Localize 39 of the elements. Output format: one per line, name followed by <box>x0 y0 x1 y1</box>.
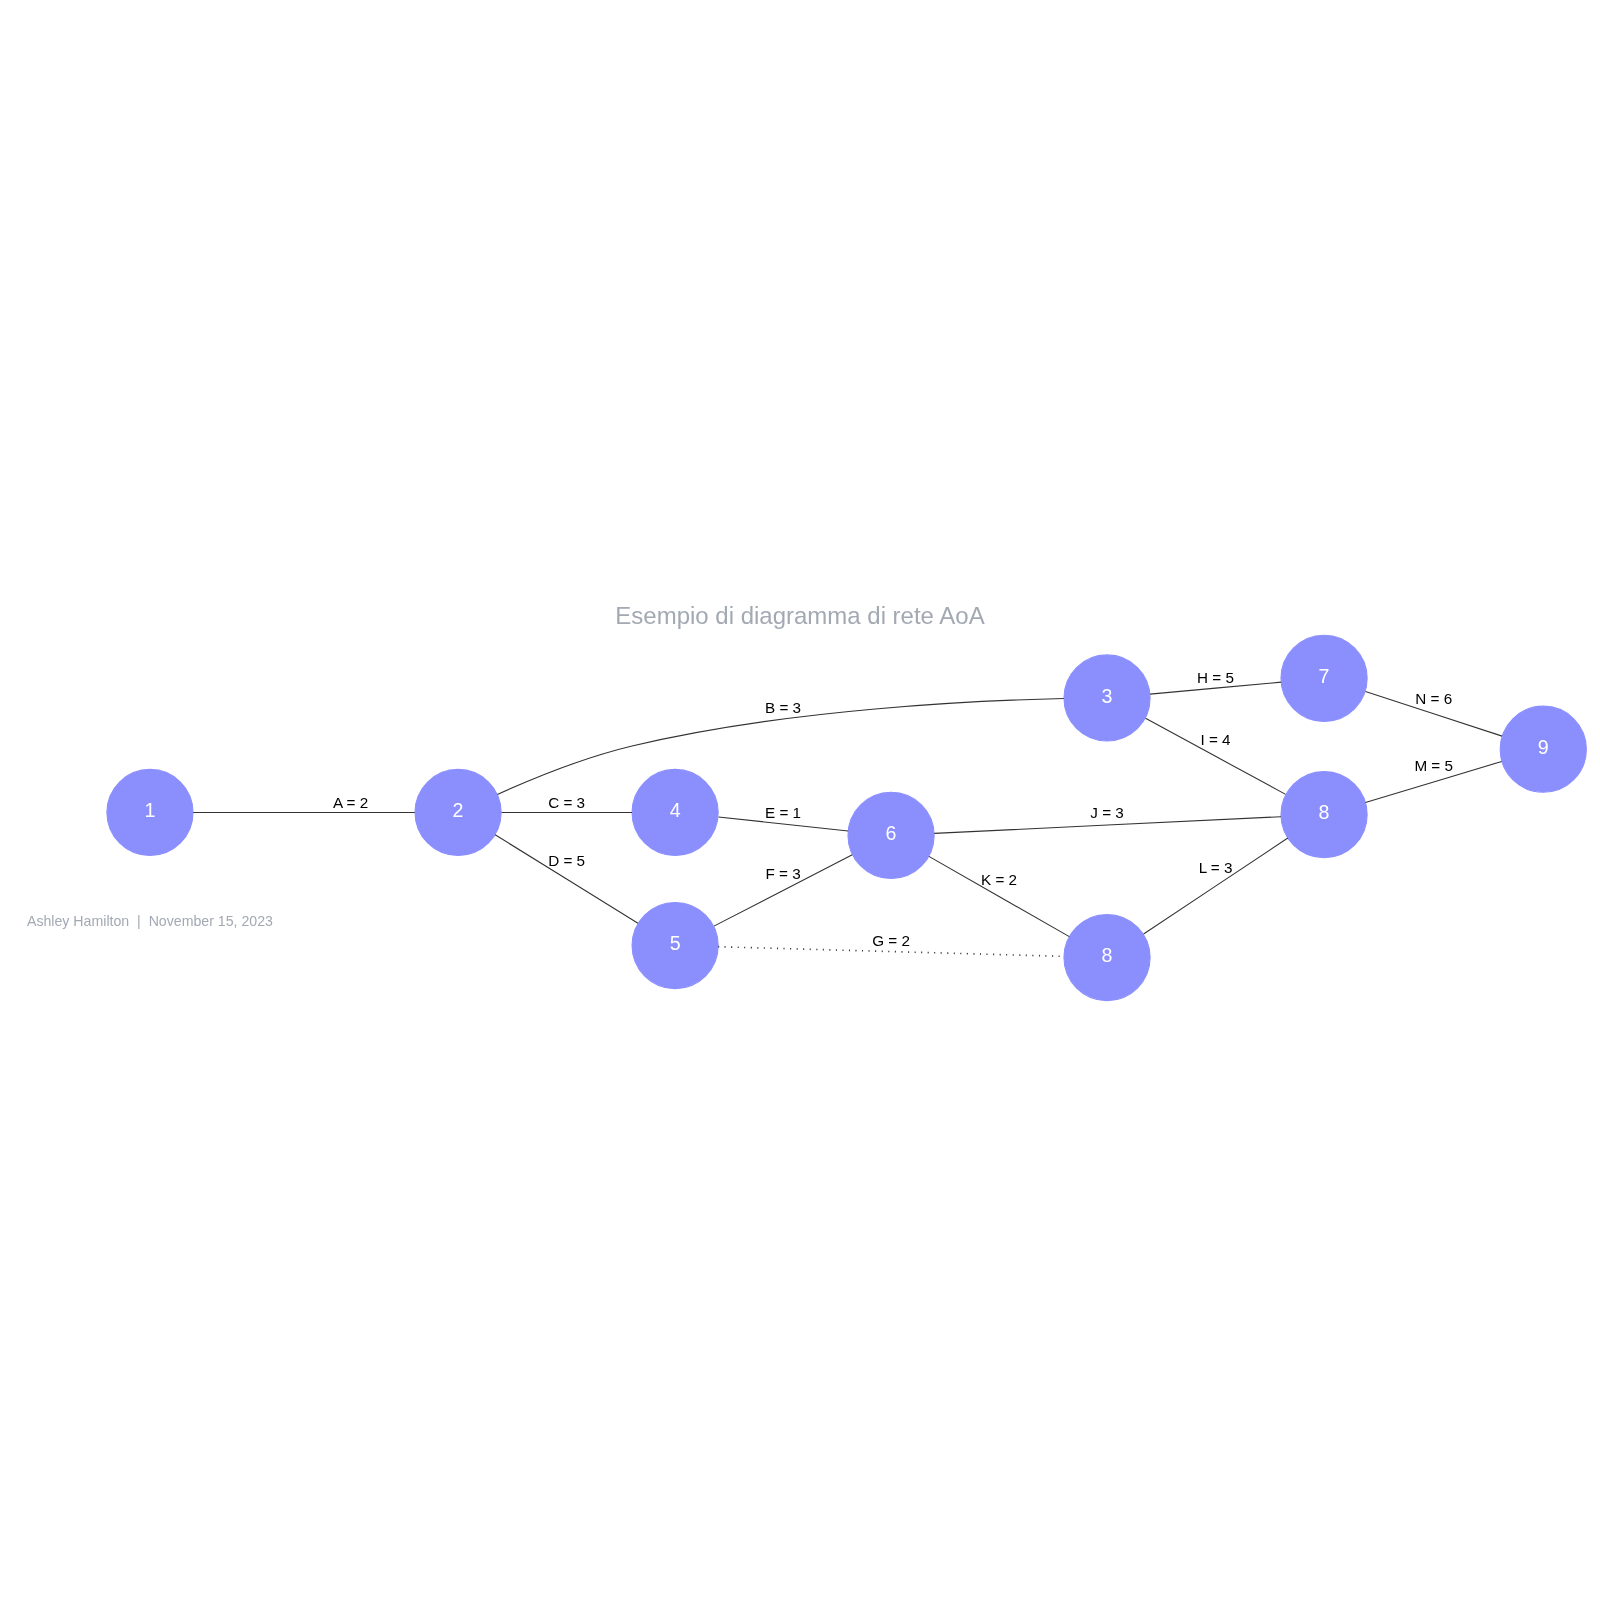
node-circle: 6 <box>847 791 935 879</box>
connector <box>1143 837 1289 934</box>
node-circle: 9 <box>1499 705 1587 793</box>
edge-label: J = 3 <box>1090 803 1124 821</box>
edge-label: B = 3 <box>765 698 802 716</box>
edge-label: F = 3 <box>765 864 801 882</box>
edge-label: A = 2 <box>333 793 369 811</box>
connector <box>933 815 1282 834</box>
connector <box>717 815 849 831</box>
node-circle: 8 <box>1280 770 1368 858</box>
node-circle: 4 <box>631 768 719 856</box>
connector <box>1149 681 1282 695</box>
edge-label: M = 5 <box>1414 756 1453 774</box>
edge-label: G = 2 <box>872 931 910 949</box>
edge-label: H = 5 <box>1197 668 1234 686</box>
edge-label: E = 1 <box>765 803 802 821</box>
edge-label: C = 3 <box>548 793 586 811</box>
edge-label: N = 6 <box>1415 689 1453 707</box>
label: Ashley Hamilton | November 15, 2023 <box>26 912 273 929</box>
connector <box>1145 717 1287 795</box>
diagram-title: Esempio di diagramma di rete AoA <box>615 601 985 629</box>
edge-label: I = 4 <box>1200 730 1231 748</box>
node-circle: 3 <box>1063 653 1151 742</box>
node-circle: 2 <box>414 768 502 856</box>
connector <box>1364 760 1503 803</box>
connector <box>501 811 633 813</box>
edge-label: L = 3 <box>1198 858 1233 876</box>
edge-label: K = 2 <box>981 870 1018 888</box>
node-circle: 8 <box>1063 913 1151 1001</box>
connector <box>713 853 853 927</box>
connector <box>192 811 416 813</box>
connector <box>928 855 1070 937</box>
node-circle: 1 <box>106 768 194 856</box>
connector <box>496 697 1065 795</box>
connector <box>494 833 639 924</box>
edge-label: D = 5 <box>548 851 586 869</box>
node-circle: 7 <box>1280 634 1368 722</box>
node-circle: 5 <box>631 901 719 989</box>
connector <box>1364 690 1503 737</box>
